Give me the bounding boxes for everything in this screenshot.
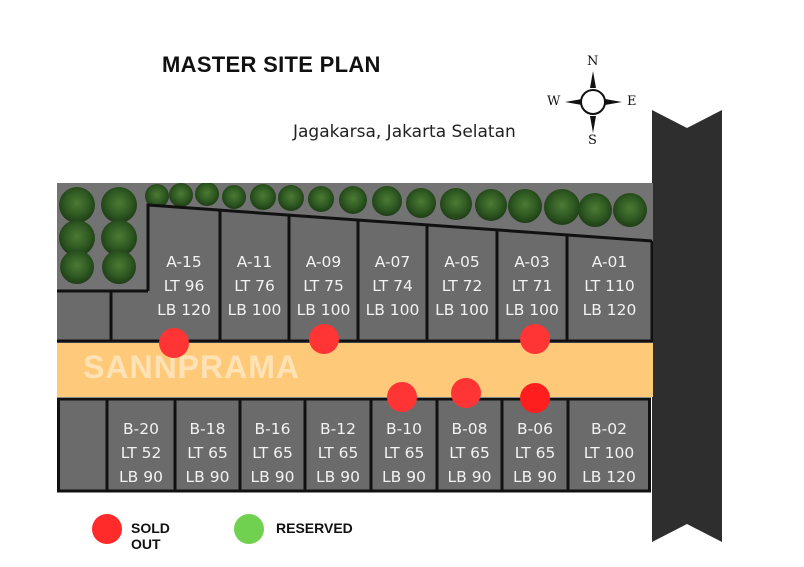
legend-reserved-label: RESERVED [276,520,353,536]
page-title: MASTER SITE PLAN [162,52,381,77]
compass-east: E [627,94,637,109]
lot-id: A-03 [514,253,550,271]
lot-lt: LT 100 [583,444,635,462]
lot-lt: LT 65 [252,444,293,462]
location-label: Jagakarsa, Jakarta Selatan [293,122,516,142]
lot-a-09[interactable]: A-09 LT 75 LB 100 [289,250,358,322]
sold-out-marker-b-08 [451,378,481,408]
lot-lb: LB 100 [435,301,489,319]
lot-lt: LT 71 [511,277,553,295]
lot-b-02[interactable]: B-02 LT 100 LB 120 [568,417,650,489]
lot-lt: LT 65 [449,444,490,462]
lot-id: B-08 [451,420,488,438]
lot-lb: LB 120 [582,301,637,319]
lot-lb: LB 100 [505,301,559,319]
compass-icon [565,71,622,133]
sold-out-legend-icon [92,514,122,544]
lot-a-11[interactable]: A-11 LT 76 LB 100 [220,250,289,322]
lot-lb: LB 90 [447,468,492,486]
site-plan-graphic [57,183,653,493]
lot-a-07[interactable]: A-07 LT 74 LB 100 [358,250,427,322]
lot-b-06[interactable]: B-06 LT 65 LB 90 [502,417,568,489]
lot-lb: LB 90 [185,468,230,486]
lot-id: A-05 [444,253,480,271]
lot-lb: LB 90 [382,468,426,486]
lot-lt: LT 65 [383,444,425,462]
lot-lb: LB 90 [513,468,557,486]
sold-out-marker-b-06 [520,383,550,413]
lot-lt: LT 76 [234,277,275,295]
lot-lt: LT 75 [303,277,344,295]
lot-a-01[interactable]: A-01 LT 110 LB 120 [567,250,652,322]
lot-lb: LB 120 [157,301,211,319]
lot-b-10[interactable]: B-10 LT 65 LB 90 [371,417,437,489]
lot-lt: LT 65 [514,444,556,462]
developer-watermark: SANNPRAMA [83,349,300,385]
compass-north: N [587,54,599,69]
lot-lt: LT 110 [584,277,635,295]
lot-id: B-20 [123,420,159,438]
lot-b-12[interactable]: B-12 LT 65 LB 90 [305,417,371,489]
lot-id: B-02 [591,420,627,438]
lot-lt: LT 65 [317,444,359,462]
lot-lt: LT 52 [120,444,162,462]
lot-lb: LB 90 [119,468,163,486]
lot-b-20[interactable]: B-20 LT 52 LB 90 [107,417,175,489]
lot-lt: LT 72 [441,277,483,295]
lot-b-16[interactable]: B-16 LT 65 LB 90 [240,417,305,489]
lot-id: A-01 [591,253,628,271]
lot-id: B-16 [254,420,291,438]
lot-a-05[interactable]: A-05 LT 72 LB 100 [427,250,497,322]
lot-a-15[interactable]: A-15 LT 96 LB 120 [148,250,220,322]
lot-lb: LB 120 [582,468,636,486]
legend-sold-out-label: SOLD OUT [131,520,170,552]
lot-id: A-07 [374,253,411,271]
lot-b-18[interactable]: B-18 LT 65 LB 90 [175,417,240,489]
lot-lt: LT 96 [163,277,205,295]
lot-b-08[interactable]: B-08 LT 65 LB 90 [437,417,502,489]
sold-out-marker-b-10 [387,382,417,412]
reserved-legend-icon [234,514,264,544]
lot-lb: LB 90 [250,468,295,486]
sold-out-marker-a-15 [159,328,189,358]
lot-id: B-12 [320,420,356,438]
lot-id: B-18 [189,420,226,438]
lot-lb: LB 100 [296,301,351,319]
compass-south: S [588,133,597,148]
lot-id: B-10 [386,420,422,438]
lot-lb: LB 100 [227,301,282,319]
lot-id: A-15 [166,253,202,271]
lot-lt: LT 74 [372,277,413,295]
sold-out-marker-a-03 [520,324,550,354]
lot-a-03[interactable]: A-03 LT 71 LB 100 [497,250,567,322]
sold-out-marker-a-09 [309,324,339,354]
lot-id: A-11 [236,253,273,271]
lot-id: B-06 [517,420,553,438]
lot-id: A-09 [305,253,342,271]
lot-lb: LB 90 [316,468,360,486]
compass-west: W [547,94,561,109]
site-map: SANNPRAMA A-15 LT 96 LB 120 A-11 LT 76 L… [57,183,653,493]
lot-lt: LT 65 [187,444,228,462]
main-road [652,110,722,542]
lot-lb: LB 100 [365,301,420,319]
compass-rose: N S W E [540,50,650,150]
